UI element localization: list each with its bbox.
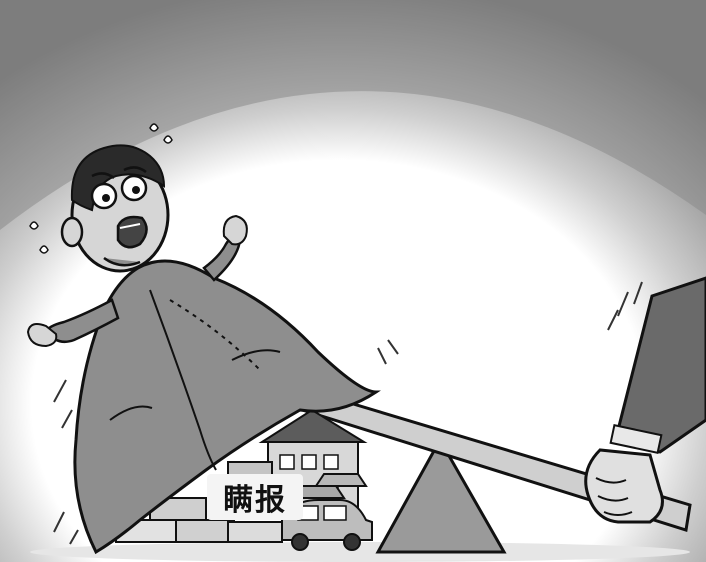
ground-shadow — [30, 542, 690, 562]
concealment-label: 瞒报 — [207, 474, 303, 520]
left-hand-icon — [26, 323, 58, 348]
car-icon — [281, 499, 373, 551]
cloak-fold — [149, 289, 217, 471]
background-arc — [0, 0, 706, 230]
cloak-pocket-left — [109, 405, 153, 421]
cloak-pocket-right — [231, 349, 281, 361]
cloak-icon — [73, 259, 381, 555]
motion-lines-cloak-edge — [377, 339, 399, 365]
motion-lines-right — [607, 281, 643, 331]
cuff-icon — [609, 424, 663, 454]
motion-lines-left — [53, 379, 79, 545]
right-hand-icon — [222, 214, 248, 246]
hand-pressing-icon — [584, 448, 664, 524]
worried-man-icon — [29, 123, 173, 273]
finger-lines — [595, 477, 633, 516]
triangle-fulcrum-icon — [375, 436, 507, 554]
sweat-drops — [29, 123, 173, 254]
gold-bars-icon — [290, 473, 368, 499]
cloak-seam — [169, 299, 261, 371]
